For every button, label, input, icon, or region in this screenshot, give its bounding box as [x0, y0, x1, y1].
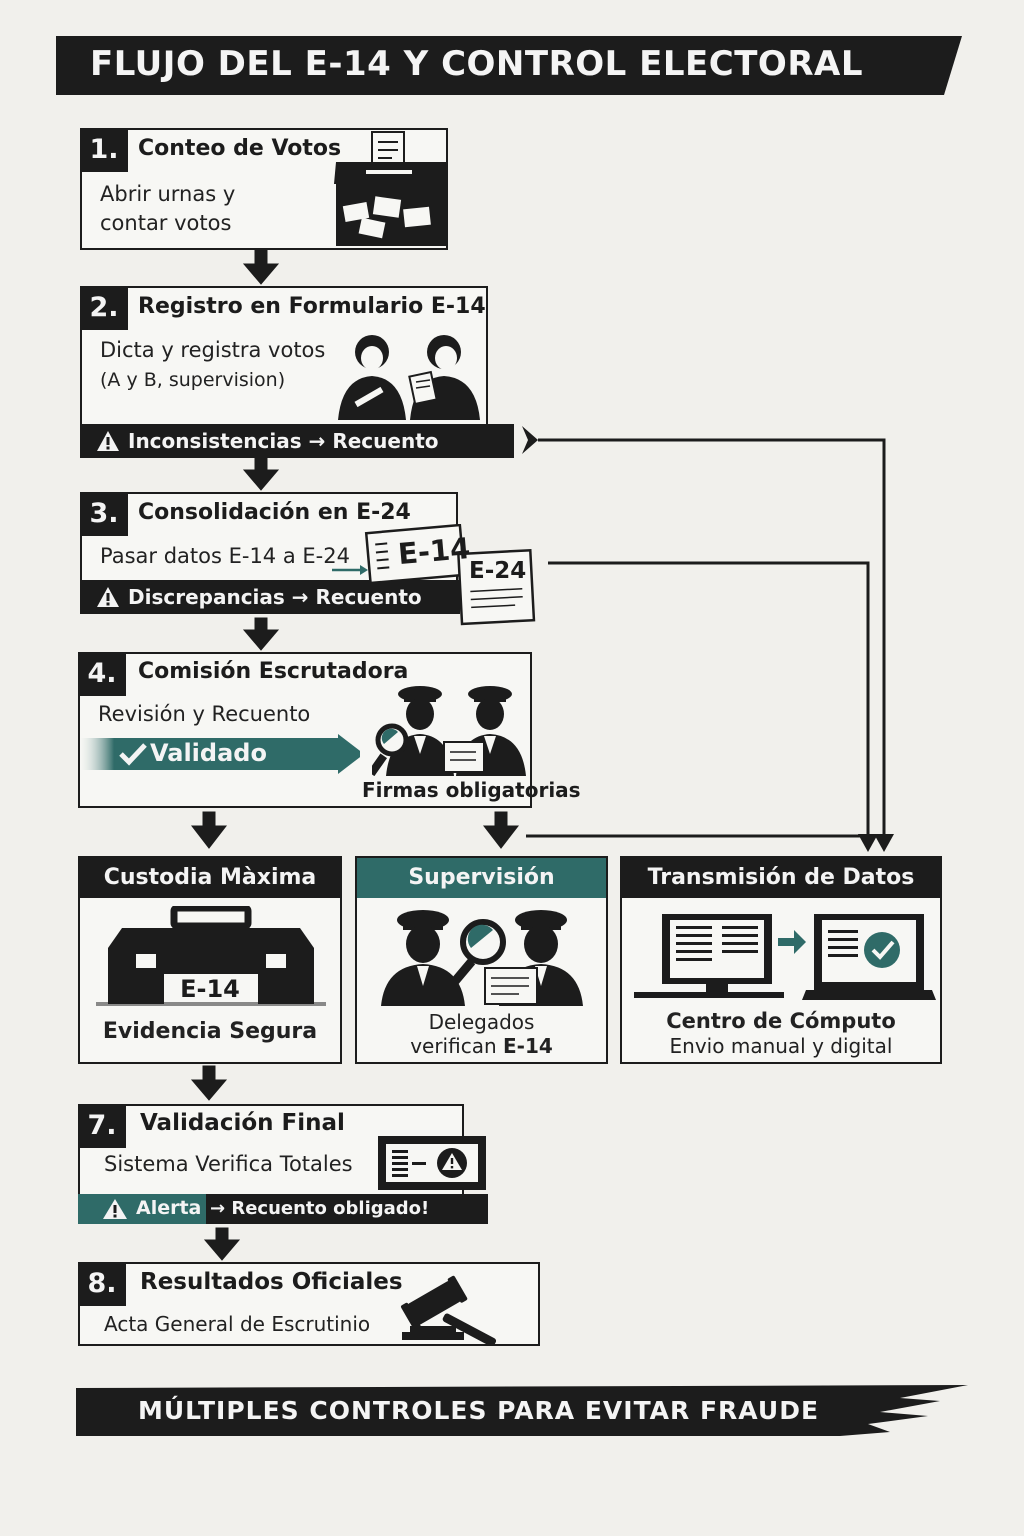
arrow-3-4 — [242, 617, 280, 651]
panel-caption: Centro de Cómputo — [666, 1009, 896, 1033]
warning-icon — [97, 587, 119, 607]
arrow-7-8 — [203, 1227, 241, 1261]
arrow-4-supervision — [482, 811, 520, 849]
alert-teal-segment — [78, 1194, 206, 1224]
step-7-card: 7. Validación Final Sistema Verifica Tot… — [78, 1104, 464, 1196]
step-number: 2. — [80, 286, 128, 330]
alert-bar: Alerta → Recuento obligado! — [78, 1194, 488, 1224]
form-label-e24: E-24 — [469, 558, 527, 584]
inspectors-icon — [372, 686, 526, 776]
alert-screen-icon — [378, 1136, 486, 1190]
step-title: Consolidación en E-24 — [138, 500, 411, 525]
caption-form: E-14 — [503, 1034, 553, 1058]
computers-icon — [634, 914, 936, 1000]
step-number: 1. — [80, 128, 128, 172]
step-desc-line1: Pasar datos E-14 a E-24 — [100, 544, 350, 568]
arrow-4-custody — [190, 811, 228, 849]
warning-text: Discrepancias → Recuento — [128, 585, 422, 609]
arrow-2-3 — [242, 457, 280, 491]
panel-title: Custodia Màxima — [80, 858, 340, 898]
box-label: E-14 — [180, 975, 240, 1003]
ballot-box-icon — [334, 131, 448, 246]
warning-bar: Inconsistencias → Recuento — [80, 424, 514, 458]
step-number: 7. — [78, 1104, 126, 1148]
arrow-custody-7 — [190, 1065, 228, 1101]
panel-caption-line2: verifican E-14 — [357, 1034, 606, 1058]
step-desc-line2: contar votos — [100, 211, 232, 235]
validated-arrow — [80, 734, 360, 774]
arrow-1-2 — [242, 249, 280, 285]
step-4-card: 4. Comisión Escrutadora Revisión y Recue… — [78, 652, 532, 808]
panel-supervision: Supervisión Delegados verifican E-14 — [355, 856, 608, 1064]
validated-label: Validado — [150, 739, 267, 767]
step-number: 3. — [80, 492, 128, 536]
step-1-card: 1. Conteo de Votos Abrir urnas y contar … — [80, 128, 448, 250]
page-title: FLUJO DEL E-14 Y CONTROL ELECTORAL — [90, 44, 863, 84]
signatures-label: Firmas obligatorias — [362, 778, 581, 802]
officials-icon — [338, 335, 480, 420]
forms-icon — [332, 524, 536, 626]
alert-text: → Recuento obligado! — [210, 1198, 430, 1219]
check-icon — [119, 743, 147, 766]
step-title: Validación Final — [140, 1110, 345, 1136]
panel-title: Supervisión — [357, 858, 606, 898]
warning-icon — [103, 1199, 127, 1219]
step-title: Conteo de Votos — [138, 136, 342, 161]
delegates-icon — [381, 910, 583, 1006]
footer-banner-text: MÚLTIPLES CONTROLES PARA EVITAR FRAUDE — [138, 1396, 820, 1425]
step-desc-line2: (A y B, supervision) — [100, 369, 286, 391]
caption-text: verifican — [410, 1034, 503, 1058]
step-title: Resultados Oficiales — [140, 1269, 403, 1295]
panel-custodia: Custodia Màxima E-14 Evidencia Segura — [78, 856, 342, 1064]
step-desc-line1: Revisión y Recuento — [98, 702, 311, 726]
warning-bar: Discrepancias → Recuento — [80, 580, 460, 614]
step-title: Registro en Formulario E-14 — [138, 294, 486, 319]
step-desc-line1: Abrir urnas y — [100, 182, 236, 206]
step-desc-line1: Dicta y registra votos — [100, 338, 326, 362]
step-title: Comisión Escrutadora — [138, 659, 409, 684]
panel-transmision: Transmisión de Datos Centro de Cómputo E… — [620, 856, 942, 1064]
panel-title: Transmisión de Datos — [622, 858, 940, 898]
warning-icon — [97, 431, 119, 451]
gavel-icon — [401, 1275, 497, 1344]
step-desc-line1: Sistema Verifica Totales — [104, 1152, 353, 1176]
panel-caption: Evidencia Segura — [102, 1019, 318, 1044]
panel-caption-line2: Envio manual y digital — [669, 1034, 893, 1058]
panel-caption-line1: Delegados — [428, 1010, 535, 1034]
step-2-card: 2. Registro en Formulario E-14 Dicta y r… — [80, 286, 488, 426]
step-number: 4. — [78, 652, 126, 696]
warning-text: Inconsistencias → Recuento — [128, 429, 439, 453]
form-label-e14: E-14 — [396, 530, 472, 572]
step-number: 8. — [78, 1262, 126, 1306]
step-8-card: 8. Resultados Oficiales Acta General de … — [78, 1262, 540, 1346]
step-desc-line1: Acta General de Escrutinio — [104, 1312, 371, 1336]
alert-word: Alerta — [136, 1197, 202, 1219]
toolbox-icon — [96, 906, 326, 1006]
